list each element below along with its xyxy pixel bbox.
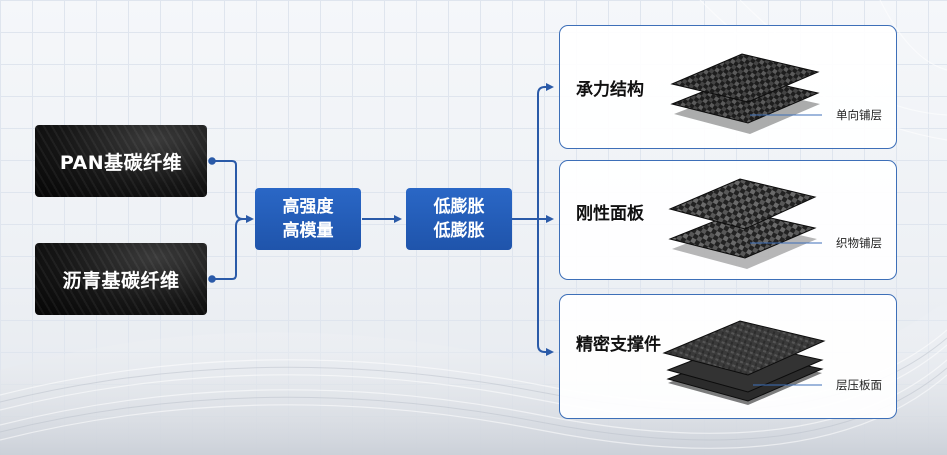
property-1-line-2: 高模量	[282, 221, 334, 241]
low-expansion-box: 低膨胀 低膨胀	[406, 188, 512, 250]
pan-carbon-fiber-box: PAN基碳纤维	[35, 125, 207, 197]
property-2-line-2: 低膨胀	[433, 221, 485, 241]
panel-3-layup-label: 层压板面	[836, 378, 882, 392]
rigid-panel-panel: 刚性面板 织物铺层	[559, 160, 897, 280]
source-2-dot	[208, 275, 216, 283]
high-strength-modulus-box: 高强度 高模量	[255, 188, 361, 250]
laminate-layup-illustration	[662, 320, 826, 405]
panel-1-layup-label: 单向铺层	[836, 108, 882, 122]
panel-1-title: 承力结构	[576, 80, 644, 100]
load-bearing-structure-panel: 承力结构 单向铺层	[559, 25, 897, 149]
fabric-layup-illustration	[668, 178, 822, 269]
panel-2-title: 刚性面板	[576, 204, 644, 224]
pitch-carbon-fiber-label: 沥青基碳纤维	[62, 269, 180, 292]
source-1-dot	[208, 157, 216, 165]
pitch-carbon-fiber-box: 沥青基碳纤维	[35, 243, 207, 315]
property-2-line-1: 低膨胀	[433, 197, 485, 217]
property-1-line-1: 高强度	[282, 197, 334, 217]
unidirectional-layup-illustration	[670, 53, 822, 134]
panel-3-title: 精密支撑件	[576, 335, 661, 355]
precision-support-panel: 精密支撑件 层压板面	[559, 294, 897, 419]
panel-2-layup-label: 织物铺层	[836, 236, 882, 250]
pan-carbon-fiber-label: PAN基碳纤维	[59, 151, 183, 174]
